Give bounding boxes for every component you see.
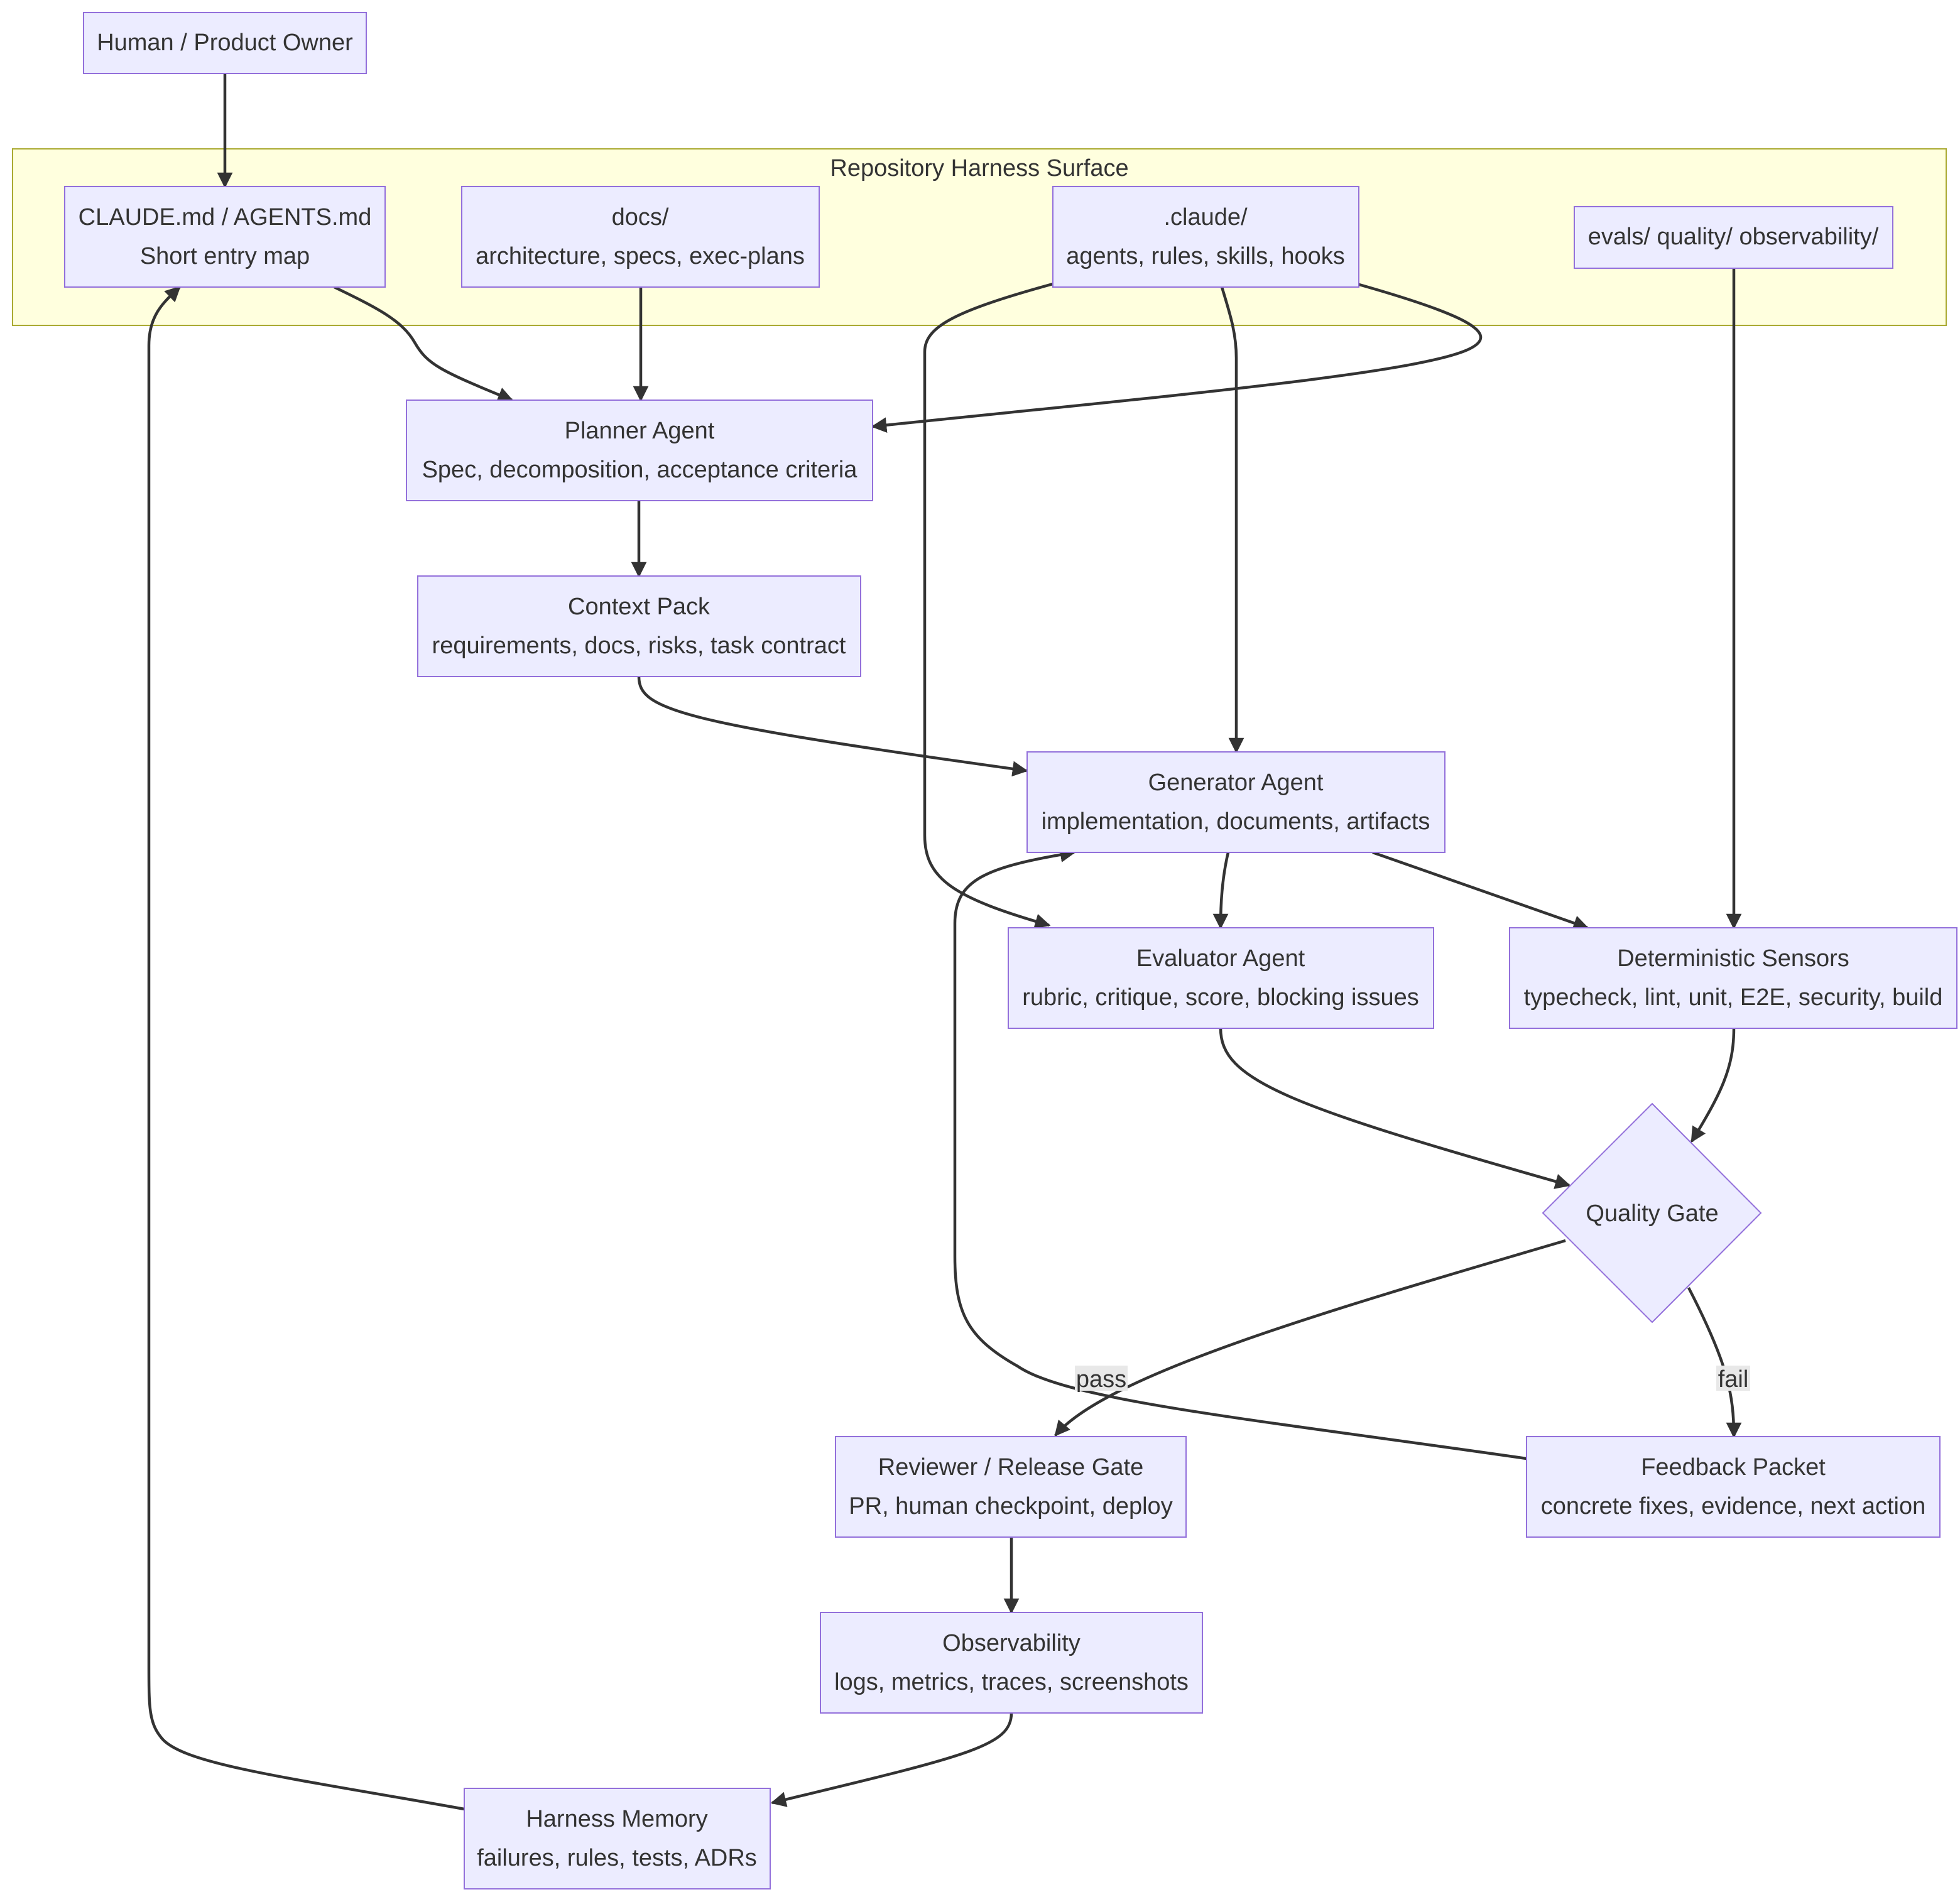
- node-generator-subtitle: implementation, documents, artifacts: [1042, 808, 1430, 835]
- node-human-product-owner[interactable]: Human / Product Owner: [83, 12, 367, 74]
- edge-context-to-generator: [637, 676, 1028, 777]
- node-observability[interactable]: Observability logs, metrics, traces, scr…: [820, 1612, 1203, 1714]
- node-deterministic-sensors[interactable]: Deterministic Sensors typecheck, lint, u…: [1509, 927, 1957, 1029]
- node-feedback-packet[interactable]: Feedback Packet concrete fixes, evidence…: [1526, 1436, 1941, 1538]
- edge-claude-dir-to-planner: [871, 282, 1483, 433]
- node-memory-title: Harness Memory: [526, 1806, 707, 1832]
- edge-label-fail: fail: [1716, 1366, 1750, 1393]
- edge-gate-to-feedback: [1687, 1286, 1742, 1438]
- node-reviewer-subtitle: PR, human checkpoint, deploy: [849, 1493, 1172, 1520]
- node-generator-title: Generator Agent: [1148, 769, 1324, 796]
- edge-evaluator-to-gate: [1219, 1028, 1571, 1189]
- node-memory-subtitle: failures, rules, tests, ADRs: [477, 1845, 757, 1871]
- edge-generator-to-evaluator: [1212, 852, 1230, 930]
- edge-gate-to-reviewer: [1054, 1239, 1566, 1437]
- edge-claude-dir-to-generator: [1220, 286, 1244, 754]
- edge-label-fail-text: fail: [1718, 1366, 1749, 1393]
- edge-generator-to-sensors: [1372, 851, 1589, 931]
- node-claude-md-subtitle: Short entry map: [140, 243, 310, 269]
- node-sensors-subtitle: typecheck, lint, unit, E2E, security, bu…: [1524, 984, 1943, 1011]
- node-claude-dir-title: .claude/: [1163, 204, 1248, 231]
- node-context-title: Context Pack: [568, 594, 710, 620]
- node-claude-md-title: CLAUDE.md / AGENTS.md: [79, 204, 372, 231]
- node-reviewer-title: Reviewer / Release Gate: [878, 1454, 1143, 1481]
- edge-label-pass: pass: [1075, 1366, 1128, 1393]
- node-docs-subtitle: architecture, specs, exec-plans: [476, 243, 805, 269]
- node-feedback-subtitle: concrete fixes, evidence, next action: [1541, 1493, 1926, 1520]
- edge-observability-to-memory: [770, 1712, 1013, 1807]
- node-planner-title: Planner Agent: [565, 418, 715, 444]
- node-planner-subtitle: Spec, decomposition, acceptance criteria: [422, 457, 858, 483]
- node-harness-memory[interactable]: Harness Memory failures, rules, tests, A…: [464, 1788, 771, 1889]
- node-observability-subtitle: logs, metrics, traces, screenshots: [834, 1669, 1189, 1695]
- node-claude-dir-subtitle: agents, rules, skills, hooks: [1066, 243, 1345, 269]
- node-claude-md-agents-md[interactable]: CLAUDE.md / AGENTS.md Short entry map: [64, 186, 386, 288]
- node-evaluator-title: Evaluator Agent: [1136, 945, 1305, 972]
- edge-memory-to-claude-md: [147, 286, 465, 1811]
- node-owner-label: Human / Product Owner: [97, 30, 353, 56]
- edge-claude-md-to-planner: [334, 285, 514, 403]
- node-gate-label: Quality Gate: [1586, 1200, 1718, 1227]
- node-docs-title: docs/: [612, 204, 669, 231]
- node-docs[interactable]: docs/ architecture, specs, exec-plans: [461, 186, 820, 288]
- node-planner-agent[interactable]: Planner Agent Spec, decomposition, accep…: [406, 400, 873, 501]
- node-evals-label: evals/ quality/ observability/: [1588, 224, 1879, 250]
- node-quality-gate[interactable]: Quality Gate: [1542, 1102, 1762, 1324]
- edge-label-pass-text: pass: [1076, 1366, 1126, 1393]
- node-evals-quality-observability[interactable]: evals/ quality/ observability/: [1574, 206, 1893, 269]
- node-claude-dir[interactable]: .claude/ agents, rules, skills, hooks: [1052, 186, 1359, 288]
- edge-sensors-to-gate: [1690, 1028, 1736, 1143]
- node-sensors-title: Deterministic Sensors: [1617, 945, 1849, 972]
- edges-layer: [147, 73, 1742, 1811]
- node-context-pack[interactable]: Context Pack requirements, docs, risks, …: [417, 575, 861, 677]
- edge-feedback-to-generator: [953, 847, 1527, 1460]
- node-generator-agent[interactable]: Generator Agent implementation, document…: [1026, 751, 1446, 853]
- nodes-layer: Human / Product Owner CLAUDE.md / AGENTS…: [64, 12, 1957, 1889]
- node-observability-title: Observability: [942, 1630, 1081, 1656]
- node-context-subtitle: requirements, docs, risks, task contract: [432, 633, 846, 659]
- node-reviewer-release-gate[interactable]: Reviewer / Release Gate PR, human checkp…: [835, 1436, 1187, 1538]
- edge-claude-dir-to-evaluator: [923, 282, 1054, 929]
- cluster-title: Repository Harness Surface: [830, 155, 1128, 182]
- node-evaluator-agent[interactable]: Evaluator Agent rubric, critique, score,…: [1008, 927, 1434, 1029]
- node-feedback-title: Feedback Packet: [1641, 1454, 1826, 1481]
- node-evaluator-subtitle: rubric, critique, score, blocking issues: [1022, 984, 1418, 1011]
